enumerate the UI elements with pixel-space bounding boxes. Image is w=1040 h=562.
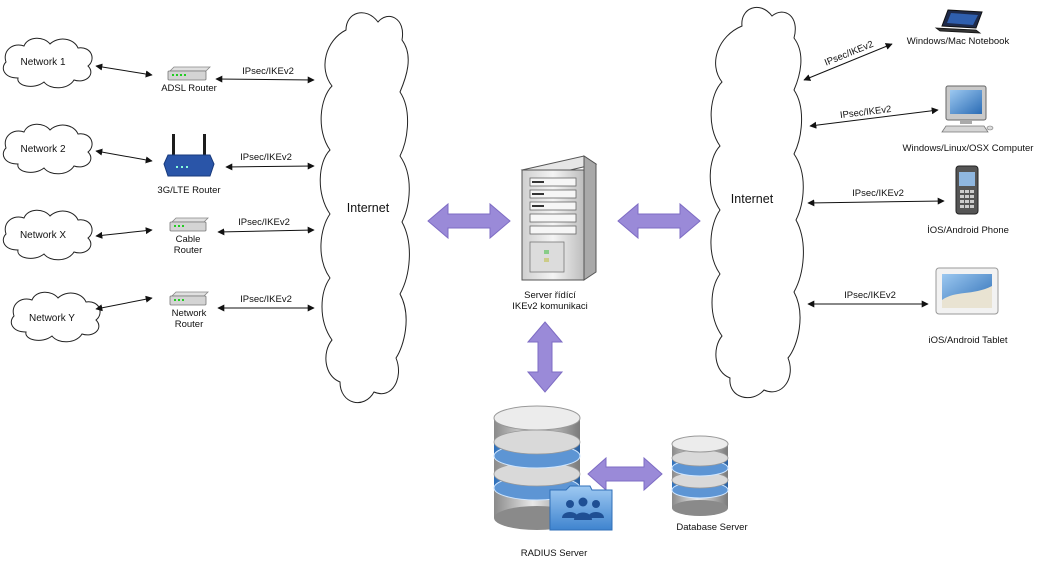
router-label-network-2: Router xyxy=(175,319,204,330)
tunnel-label-adsl: IPsec/IKEv2 xyxy=(242,66,294,77)
tunnel-notebook xyxy=(803,43,893,81)
network-label-y: Network Y xyxy=(29,313,75,324)
link-networky-router xyxy=(95,295,153,312)
link-network2-router xyxy=(95,148,153,164)
network-label-2: Network 2 xyxy=(20,144,65,155)
internet-label-right: Internet xyxy=(731,192,774,206)
arrow-internet-server xyxy=(427,202,511,240)
network-router-icon xyxy=(169,291,209,306)
tunnel-computer xyxy=(809,107,939,129)
link-network1-router xyxy=(95,63,153,78)
tunnel-lte xyxy=(225,162,315,171)
cable-router-icon xyxy=(169,217,209,232)
desktop-computer-icon xyxy=(941,85,994,133)
link-networkx-router xyxy=(95,227,153,239)
network-cloud-y xyxy=(10,291,101,343)
arrow-radius-database xyxy=(587,456,663,492)
mobile-phone-icon xyxy=(955,165,979,215)
router-label-cable-2: Router xyxy=(174,245,203,256)
database-server-label: Database Server xyxy=(676,522,747,533)
tunnel-label-network: IPsec/IKEv2 xyxy=(240,294,292,305)
arrow-server-internet xyxy=(617,202,701,240)
router-label-network-1: Network xyxy=(172,308,207,319)
lte-router-icon xyxy=(163,134,215,177)
internet-cloud-left xyxy=(319,12,410,403)
network-cloud-2 xyxy=(2,123,93,175)
server-label-1: Server řídící xyxy=(524,290,576,301)
tunnel-label-cable: IPsec/IKEv2 xyxy=(238,217,290,228)
radius-server-label: RADIUS Server xyxy=(521,548,588,559)
tunnel-label-lte: IPsec/IKEv2 xyxy=(240,152,292,163)
arrow-server-radius xyxy=(526,321,564,393)
router-label-adsl: ADSL Router xyxy=(161,83,217,94)
internet-label-left: Internet xyxy=(347,201,390,215)
tunnel-cable xyxy=(217,226,315,236)
client-label-phone: İOS/Android Phone xyxy=(927,225,1009,236)
tablet-icon xyxy=(935,267,999,315)
internet-cloud-right xyxy=(709,6,804,399)
client-label-notebook: Windows/Mac Notebook xyxy=(907,36,1010,47)
network-cloud-1 xyxy=(2,37,93,89)
server-tower-icon xyxy=(520,155,598,281)
client-label-computer: Windows/Linux/OSX Computer xyxy=(903,143,1034,154)
adsl-router-icon xyxy=(167,66,211,81)
network-label-x: Network X xyxy=(20,230,66,241)
router-label-cable-1: Cable xyxy=(176,234,201,245)
router-label-lte: 3G/LTE Router xyxy=(157,185,220,196)
tunnel-adsl xyxy=(215,75,315,84)
network-cloud-x xyxy=(2,209,93,261)
database-server-icon xyxy=(671,435,729,516)
radius-server-icon xyxy=(493,405,613,531)
network-label-1: Network 1 xyxy=(20,57,65,68)
laptop-icon xyxy=(934,9,983,34)
server-label-2: IKEv2 komunikaci xyxy=(512,301,588,312)
client-label-tablet: iOS/Android Tablet xyxy=(928,335,1007,346)
tunnel-label-phone: IPsec/IKEv2 xyxy=(852,188,904,199)
tunnel-phone xyxy=(807,197,945,207)
tunnel-label-tablet: IPsec/IKEv2 xyxy=(844,290,896,301)
